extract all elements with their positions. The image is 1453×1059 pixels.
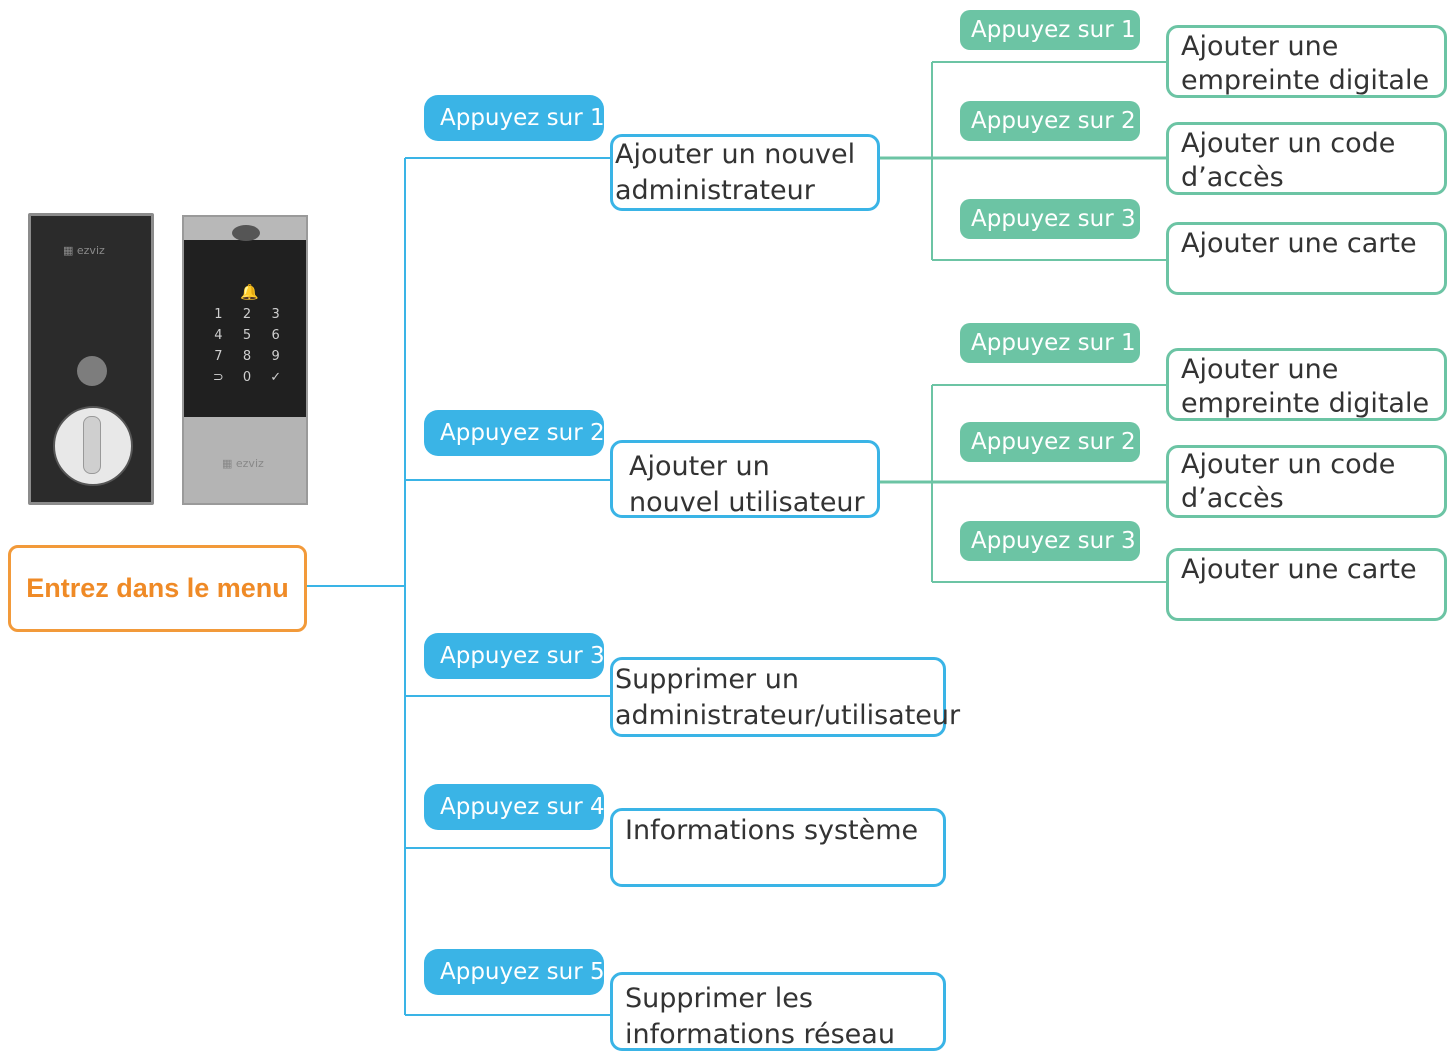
system-info-node: Informations système: [610, 808, 946, 887]
user-press-1-pill: Appuyez sur 1: [960, 323, 1140, 363]
admin-add-fingerprint-node: Ajouter une empreinte digitale: [1166, 25, 1447, 98]
keypad-key: 3: [271, 307, 280, 322]
keypad-key: 5: [242, 328, 252, 343]
keypad-key: ⊃: [212, 370, 224, 385]
add-user-node: Ajouter un nouvel utilisateur: [610, 440, 880, 518]
admin-add-card-node: Ajouter une carte: [1166, 222, 1447, 295]
delete-network-info-node: Supprimer les informations réseau: [610, 972, 946, 1051]
brand-logo: ▦ ezviz: [222, 457, 264, 470]
keypad-key: 8: [242, 349, 252, 364]
keypad-key: 7: [214, 349, 223, 364]
user-add-card-node: Ajouter une carte: [1166, 548, 1447, 621]
keypad-key: 1: [214, 307, 223, 322]
user-add-passcode-node: Ajouter un code d’accès: [1166, 445, 1447, 518]
press-3-pill: Appuyez sur 3: [424, 633, 604, 679]
camera-icon: [232, 225, 260, 241]
press-2-pill: Appuyez sur 2: [424, 410, 604, 456]
press-5-pill: Appuyez sur 5: [424, 949, 604, 995]
delete-admin-user-node: Supprimer un administrateur/utilisateur: [610, 657, 960, 737]
keypad: 1 2 3 4 5 6 7 8 9 ⊃ 0 ✓: [204, 307, 290, 385]
bell-icon: 🔔: [240, 283, 259, 301]
admin-press-3-pill: Appuyez sur 3: [960, 199, 1140, 239]
door-lock-keypad-image: 🔔 1 2 3 4 5 6 7 8 9 ⊃ 0 ✓ ▦ ezviz: [182, 215, 308, 505]
press-4-pill: Appuyez sur 4: [424, 784, 604, 830]
user-press-3-pill: Appuyez sur 3: [960, 521, 1140, 561]
press-1-pill: Appuyez sur 1: [424, 95, 604, 141]
knob-icon: [77, 356, 107, 386]
admin-press-1-pill: Appuyez sur 1: [960, 10, 1140, 50]
user-press-2-pill: Appuyez sur 2: [960, 422, 1140, 462]
keypad-key: 9: [271, 349, 280, 364]
add-admin-node: Ajouter un nouvel administrateur: [610, 134, 880, 211]
root-menu-node: Entrez dans le menu: [8, 545, 307, 632]
keypad-key: 2: [242, 307, 252, 322]
brand-logo: ▦ ezviz: [63, 244, 105, 257]
keypad-key: 4: [214, 328, 223, 343]
admin-add-passcode-node: Ajouter un code d’accès: [1166, 122, 1447, 195]
keypad-key: ✓: [270, 370, 282, 385]
thumbturn-icon: [53, 406, 133, 486]
keypad-key: 0: [242, 370, 252, 385]
user-add-fingerprint-node: Ajouter une empreinte digitale: [1166, 348, 1447, 421]
admin-press-2-pill: Appuyez sur 2: [960, 101, 1140, 141]
keypad-key: 6: [271, 328, 280, 343]
door-lock-outside-image: ▦ ezviz: [28, 213, 154, 505]
